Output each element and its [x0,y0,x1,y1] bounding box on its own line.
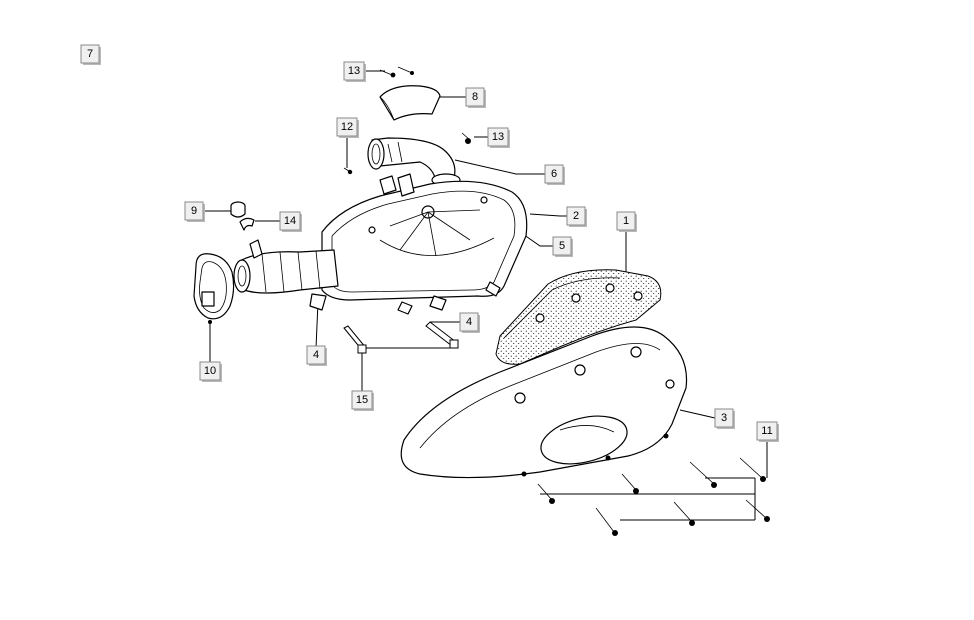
screws-part-11 [537,457,770,536]
callout-9: 9 [184,201,205,222]
bolts-part-15 [343,321,459,354]
callout-8-label: 8 [472,91,478,103]
callout-4-left: 4 [306,345,327,366]
callout-4-right: 4 [459,312,480,333]
screw-part-12 [343,167,353,175]
screw-part-13 [461,132,471,144]
callout-15-label: 15 [356,394,368,406]
leader-lines [203,70,768,521]
small-pins-part-13 [379,66,414,78]
callout-7: 7 [80,44,101,65]
callout-6: 6 [544,164,565,185]
clip-part-14 [239,217,255,231]
callout-12-label: 12 [341,121,353,133]
callout-5-label: 5 [559,240,565,252]
callout-11: 11 [756,421,779,442]
callout-10-label: 10 [204,365,216,377]
callout-8: 8 [465,87,486,108]
callout-2-label: 2 [573,210,579,222]
callout-6-label: 6 [551,168,557,180]
callout-15: 15 [351,390,374,411]
intake-hose [233,239,339,294]
callout-14-label: 14 [284,215,296,227]
callout-3-label: 3 [721,412,727,424]
callout-13-top: 13 [343,61,366,82]
callout-9-label: 9 [191,205,197,217]
callout-2: 2 [566,206,587,227]
callout-12: 12 [336,117,359,138]
cap-part-9 [230,201,246,218]
cover-part-3 [400,326,688,479]
callout-1: 1 [616,211,637,232]
callout-13-right-label: 13 [492,131,504,143]
intake-duct-part-6 [367,137,461,187]
callout-14: 14 [279,211,302,232]
clamp-band-part-10 [193,253,235,324]
callout-5: 5 [552,236,573,257]
callout-10: 10 [199,361,222,382]
callout-13-right: 13 [487,127,510,148]
air-filter-housing-part-2 [309,173,528,315]
filter-element-part-1 [495,269,662,365]
callout-1-label: 1 [623,215,629,227]
callout-4-right-label: 4 [466,316,472,328]
intake-cap-part-8 [379,85,441,121]
callout-4-left-label: 4 [313,349,319,361]
callout-11-label: 11 [761,425,772,437]
callout-3: 3 [714,408,735,429]
callout-7-label: 7 [87,48,93,60]
callout-13-top-label: 13 [348,65,360,77]
